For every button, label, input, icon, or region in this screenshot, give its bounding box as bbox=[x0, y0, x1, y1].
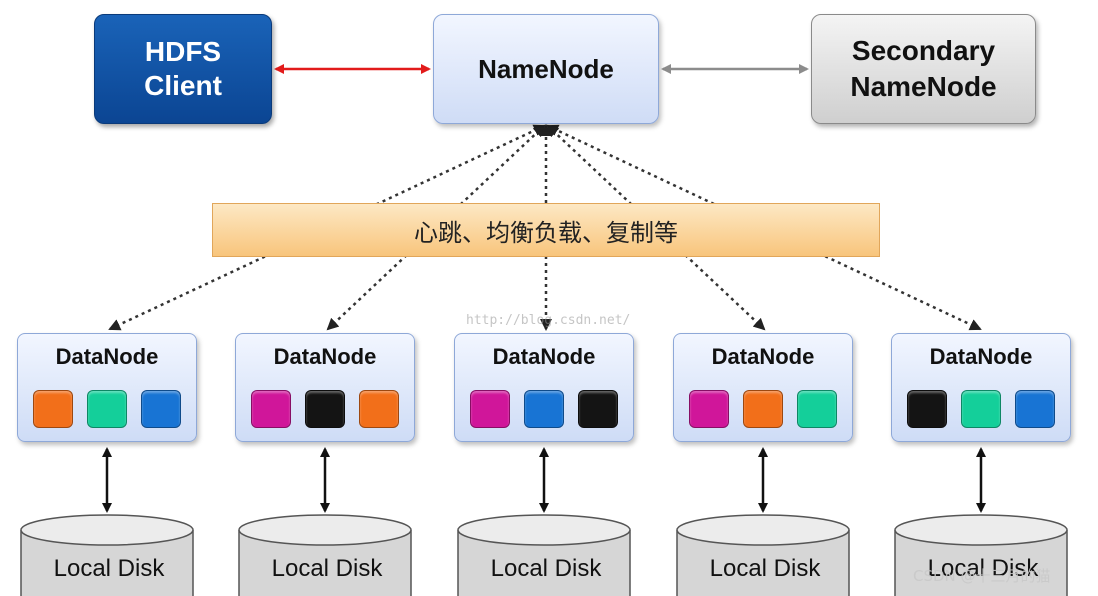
secondary-namenode-label-line2: NameNode bbox=[850, 71, 997, 102]
datanode-label: DataNode bbox=[492, 344, 596, 369]
disk-cylinders bbox=[20, 514, 1068, 596]
local-disk-label: Local Disk bbox=[709, 555, 821, 582]
local-disk-label: Local Disk bbox=[53, 555, 165, 582]
local-disk-label: Local Disk bbox=[490, 555, 602, 582]
secondary-namenode-label-line1: Secondary bbox=[851, 35, 996, 66]
data-block bbox=[251, 390, 291, 428]
datanode-blocks bbox=[236, 390, 414, 428]
local-disk-5 bbox=[894, 514, 1068, 596]
local-disk-3 bbox=[457, 514, 631, 596]
data-block bbox=[524, 390, 564, 428]
data-block bbox=[578, 390, 618, 428]
watermark-author: CSDN @十三月的猫 bbox=[913, 567, 1051, 585]
disk-arrows bbox=[102, 447, 986, 513]
local-disk-4 bbox=[676, 514, 850, 596]
hdfs-client-box: HDFS Client bbox=[94, 14, 272, 124]
datanode-1: DataNode bbox=[17, 333, 197, 442]
datanode-5: DataNode bbox=[891, 333, 1071, 442]
local-disk-label: Local Disk bbox=[271, 555, 383, 582]
datanode-2: DataNode bbox=[235, 333, 415, 442]
local-disk-label: Local Disk bbox=[927, 555, 1039, 582]
data-block bbox=[470, 390, 510, 428]
data-block bbox=[907, 390, 947, 428]
datanode-blocks bbox=[892, 390, 1070, 428]
datanode-4: DataNode bbox=[673, 333, 853, 442]
data-block bbox=[1015, 390, 1055, 428]
data-block bbox=[689, 390, 729, 428]
data-block bbox=[33, 390, 73, 428]
datanode-3: DataNode bbox=[454, 333, 634, 442]
watermark-url: http://blog.csdn.net/ bbox=[466, 313, 631, 328]
data-block bbox=[359, 390, 399, 428]
datanode-label: DataNode bbox=[929, 344, 1033, 369]
local-disk-1 bbox=[20, 514, 194, 596]
hdfs-client-label-line2: Client bbox=[144, 70, 222, 101]
datanode-blocks bbox=[674, 390, 852, 428]
data-block bbox=[743, 390, 783, 428]
namenode-box: NameNode bbox=[433, 14, 659, 124]
heartbeat-banner-label: 心跳、均衡负载、复制等 bbox=[414, 218, 678, 247]
datanode-label: DataNode bbox=[55, 344, 159, 369]
data-block bbox=[87, 390, 127, 428]
hdfs-client-label-line1: HDFS bbox=[144, 36, 222, 67]
data-block bbox=[305, 390, 345, 428]
heartbeat-banner: 心跳、均衡负载、复制等 bbox=[212, 203, 880, 257]
datanode-label: DataNode bbox=[711, 344, 815, 369]
secondary-namenode-box: Secondary NameNode bbox=[811, 14, 1036, 124]
data-block bbox=[141, 390, 181, 428]
data-block bbox=[961, 390, 1001, 428]
namenode-label: NameNode bbox=[478, 53, 614, 84]
datanode-blocks bbox=[455, 390, 633, 428]
datanode-label: DataNode bbox=[273, 344, 377, 369]
datanode-blocks bbox=[18, 390, 196, 428]
local-disk-2 bbox=[238, 514, 412, 596]
data-block bbox=[797, 390, 837, 428]
